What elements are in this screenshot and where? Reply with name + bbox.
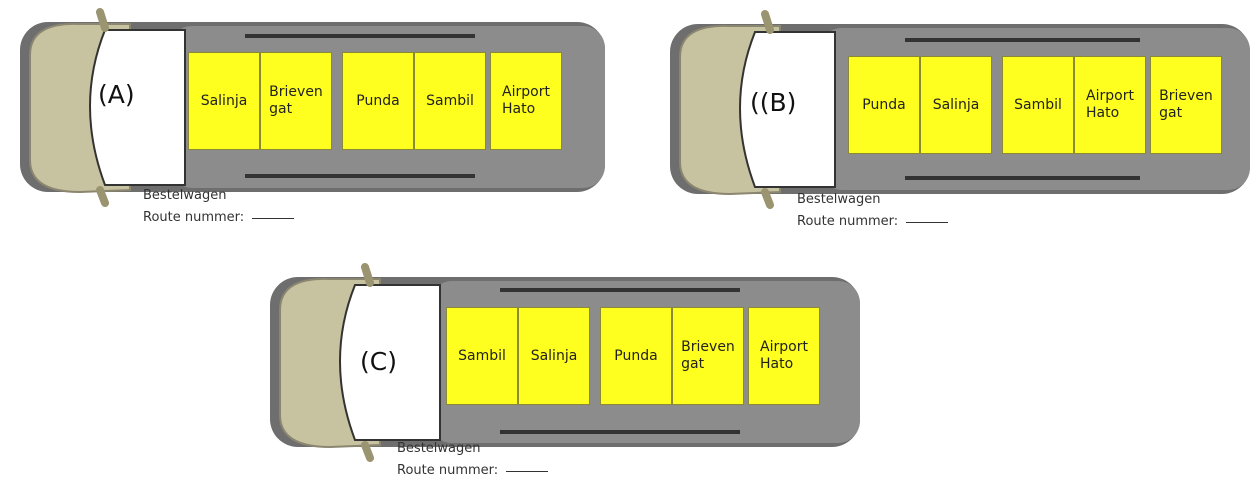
van-label: (A) — [98, 80, 135, 109]
cargo-box: Salinja — [920, 56, 992, 154]
cargo-box: Sambil — [446, 307, 518, 405]
route-number-label: Route nummer: — [397, 463, 499, 478]
cargo-box-label: Sambil — [458, 347, 506, 364]
cargo-box: Sambil — [1002, 56, 1074, 154]
cargo-box-label: Sambil — [426, 92, 474, 109]
van-label: ((B) — [750, 88, 797, 117]
cargo-box: Airport Hato — [1074, 56, 1146, 154]
route-number-blank — [506, 470, 549, 472]
cargo-box-label: Salinja — [530, 347, 578, 364]
cargo-box: Brieven gat — [672, 307, 744, 405]
van-c-caption: Bestelwagen Route nummer: — [397, 438, 549, 482]
cargo-box-label: Punda — [614, 347, 658, 364]
route-number-blank — [906, 221, 949, 223]
cargo-box: Salinja — [518, 307, 590, 405]
van-b: ((B) Punda Salinja Sambil Airport Hato B… — [670, 10, 1253, 209]
cargo-box: Airport Hato — [748, 307, 820, 405]
route-number-label: Route nummer: — [797, 214, 899, 229]
cargo-box-label: Punda — [862, 96, 906, 113]
van-b-caption: Bestelwagen Route nummer: — [797, 189, 949, 233]
route-number-label: Route nummer: — [143, 210, 245, 225]
route-number-blank — [252, 217, 295, 219]
cargo-box: Punda — [600, 307, 672, 405]
cargo-box-label: Airport Hato — [760, 339, 808, 372]
cargo-box-label: Punda — [356, 92, 400, 109]
cargo-box-label: Airport Hato — [502, 84, 550, 117]
cargo-box-label: Brieven gat — [1159, 88, 1213, 121]
vehicle-label: Bestelwagen — [397, 441, 481, 456]
cargo-box: Salinja — [188, 52, 260, 150]
van-label: (C) — [360, 347, 397, 376]
van-a-caption: Bestelwagen Route nummer: — [143, 185, 295, 229]
cargo-box-label: Sambil — [1014, 96, 1062, 113]
cargo-box-label: Brieven gat — [269, 84, 323, 117]
cargo-box-label: Salinja — [200, 92, 248, 109]
van-a: (A) Salinja Brieven gat Punda Sambil Air… — [20, 8, 610, 207]
cargo-box: Sambil — [414, 52, 486, 150]
van-c: (C) Sambil Salinja Punda Brieven gat Air… — [270, 263, 865, 462]
cargo-box-label: Airport Hato — [1086, 88, 1134, 121]
cargo-box: Brieven gat — [260, 52, 332, 150]
cargo-box: Brieven gat — [1150, 56, 1222, 154]
cargo-box-label: Salinja — [932, 96, 980, 113]
cargo-box: Punda — [848, 56, 920, 154]
vehicle-label: Bestelwagen — [797, 192, 881, 207]
cargo-box: Airport Hato — [490, 52, 562, 150]
vehicle-label: Bestelwagen — [143, 188, 227, 203]
cargo-box: Punda — [342, 52, 414, 150]
cargo-box-label: Brieven gat — [681, 339, 735, 372]
